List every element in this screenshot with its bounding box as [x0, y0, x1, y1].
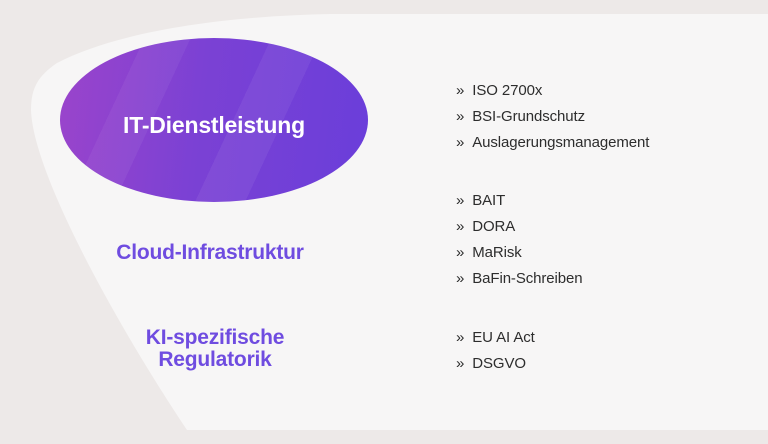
list-item-label: BaFin-Schreiben — [472, 269, 583, 287]
stage-label-cloud-infrastruktur: Cloud-Infrastruktur — [116, 241, 304, 264]
chevron-bullet-icon: » — [456, 191, 465, 209]
list-item: » Auslagerungsmanagement — [456, 129, 649, 155]
list-item: » ISO 2700x — [456, 77, 649, 103]
list-item: » MaRisk — [456, 239, 582, 265]
list-item-label: DORA — [472, 217, 516, 235]
chevron-bullet-icon: » — [456, 133, 465, 151]
list-item: » BaFin-Schreiben — [456, 265, 583, 291]
list-item-label: BAIT — [472, 191, 506, 209]
stage-label-it-dienstleistung: IT-Dienstleistung — [123, 111, 305, 138]
chevron-bullet-icon: » — [456, 269, 465, 287]
list-item: » EU AI Act — [456, 324, 535, 350]
chevron-bullet-icon: » — [456, 328, 465, 346]
chevron-bullet-icon: » — [456, 81, 465, 99]
list-group-cloud-infrastruktur: » BAIT » DORA » MaRisk » BaFin-Schreiben — [456, 187, 583, 291]
chevron-bullet-icon: » — [456, 243, 465, 261]
chevron-bullet-icon: » — [456, 107, 465, 125]
list-item-label: MaRisk — [472, 243, 522, 261]
list-group-ki-regulatorik: » EU AI Act » DSGVO — [456, 324, 535, 376]
list-item: » DORA — [456, 213, 582, 239]
stage-label-ki-line2: Regulatorik — [158, 347, 272, 371]
stage-label-ki-regulatorik: KI-spezifische Regulatorik — [65, 327, 365, 370]
list-item-label: ISO 2700x — [472, 81, 543, 99]
funnel-stage-it-dienstleistung: IT-Dienstleistung — [60, 38, 368, 202]
list-item-label: DSGVO — [472, 354, 526, 372]
list-group-it-dienstleistung: » ISO 2700x » BSI-Grundschutz » Auslager… — [456, 77, 649, 155]
list-item-label: BSI-Grundschutz — [472, 107, 585, 125]
list-item: » DSGVO — [456, 350, 535, 376]
list-item: » BAIT — [456, 187, 582, 213]
chevron-bullet-icon: » — [456, 217, 465, 235]
chevron-bullet-icon: » — [456, 354, 465, 372]
stage-label-ki-line1: KI-spezifische — [145, 326, 285, 349]
list-item-label: EU AI Act — [472, 328, 535, 346]
list-item-label: Auslagerungsmanagement — [472, 133, 650, 151]
list-item: » BSI-Grundschutz — [456, 103, 649, 129]
